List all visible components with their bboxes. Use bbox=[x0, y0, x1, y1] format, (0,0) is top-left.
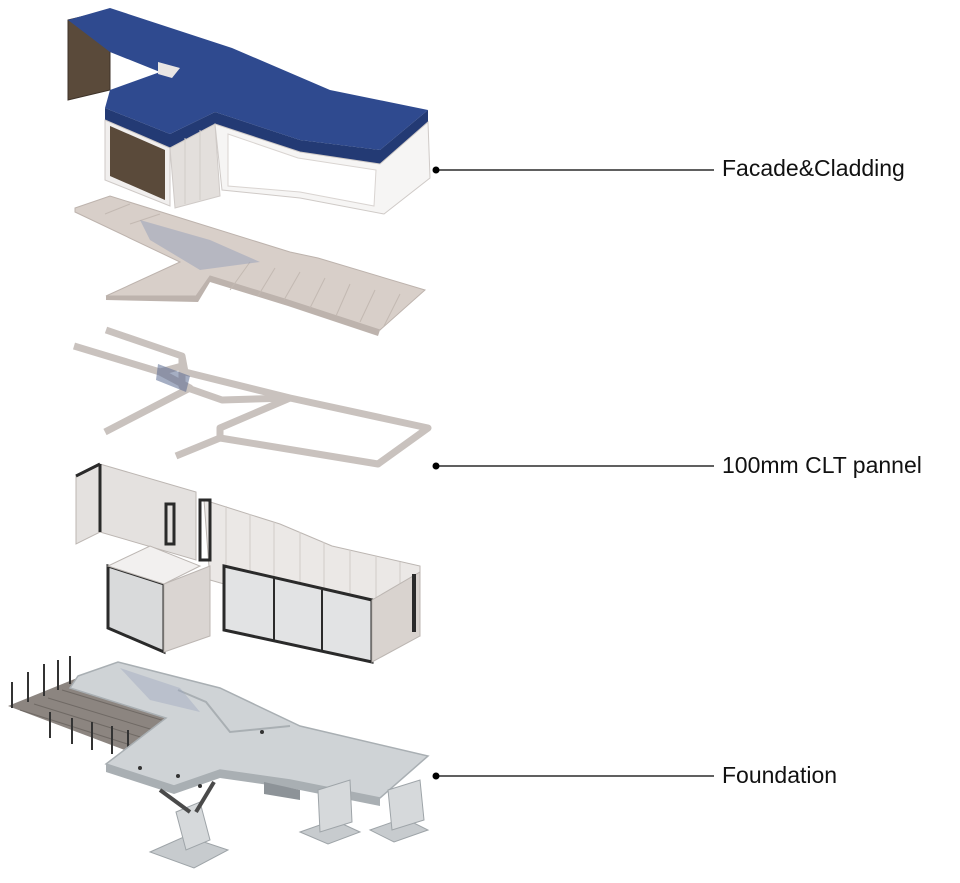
foundation-layer bbox=[8, 656, 430, 869]
facade-cladding-layer bbox=[67, 8, 431, 215]
leader-dot-clt bbox=[432, 462, 440, 470]
label-foundation: Foundation bbox=[722, 762, 838, 788]
leader-dot-foundation bbox=[432, 772, 440, 780]
label-clt-panel: 100mm CLT pannel bbox=[722, 452, 922, 478]
leader-dot-facade bbox=[432, 166, 440, 174]
label-facade-cladding: Facade&Cladding bbox=[722, 155, 905, 181]
floor-panel-layer bbox=[74, 195, 427, 336]
clt-frame-layer bbox=[72, 326, 432, 468]
roof-slab bbox=[68, 8, 428, 150]
clt-wall-back-left bbox=[75, 463, 197, 561]
leader-lines bbox=[436, 169, 714, 777]
clt-wall-layer bbox=[75, 462, 421, 664]
